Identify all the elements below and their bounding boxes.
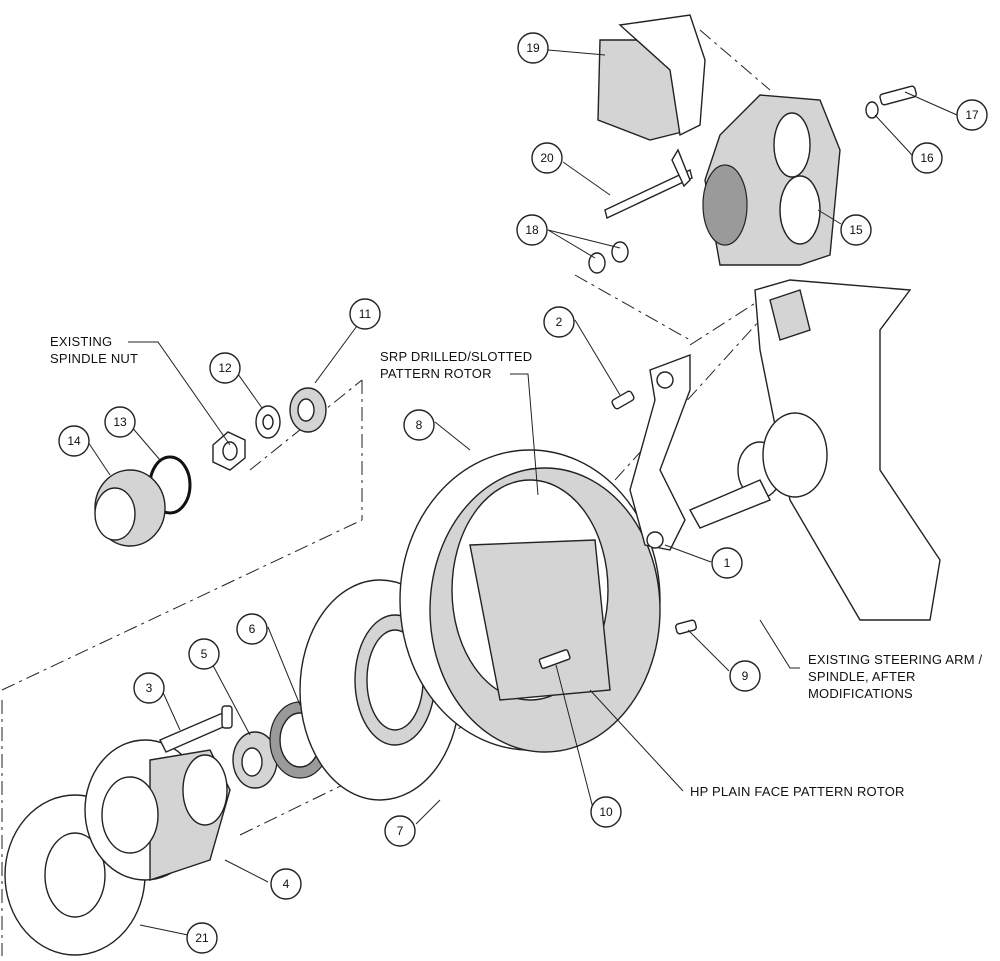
svg-text:17: 17 [965, 108, 979, 122]
spindle-steering-arm [689, 279, 941, 621]
label-steering-arm: EXISTING STEERING ARM / SPINDLE, AFTER M… [808, 652, 983, 701]
label-hp-rotor: HP PLAIN FACE PATTERN ROTOR [690, 784, 905, 799]
svg-text:16: 16 [920, 151, 934, 165]
callout-17: 17 [956, 99, 988, 131]
callout-3: 3 [133, 672, 165, 704]
washer-12 [255, 405, 281, 439]
callout-20: 20 [531, 142, 563, 174]
srp-rotor-8 [399, 449, 661, 753]
dust-cap-14 [94, 469, 166, 547]
caliper-bracket-1 [629, 353, 691, 551]
svg-text:2: 2 [556, 315, 563, 329]
label-srp-rotor: SRP DRILLED/SLOTTED PATTERN ROTOR [380, 349, 533, 381]
callout-10: 10 [590, 796, 622, 828]
callout-14: 14 [58, 425, 90, 457]
svg-text:12: 12 [218, 361, 232, 375]
svg-text:3: 3 [146, 681, 153, 695]
hub-4 [84, 739, 231, 881]
outer-bearing-5 [232, 731, 278, 789]
wheel-stud-3 [159, 705, 233, 753]
callout-16: 16 [911, 142, 943, 174]
svg-text:4: 4 [283, 877, 290, 891]
label-existing-spindle-nut: EXISTING SPINDLE NUT [50, 334, 139, 366]
svg-text:21: 21 [195, 931, 209, 945]
callout-6: 6 [236, 613, 268, 645]
svg-text:15: 15 [849, 223, 863, 237]
callout-4: 4 [270, 868, 302, 900]
callout-13: 13 [104, 406, 136, 438]
svg-text:11: 11 [359, 307, 372, 321]
callout-8: 8 [403, 409, 435, 441]
svg-text:5: 5 [201, 647, 208, 661]
callout-2: 2 [543, 306, 575, 338]
svg-text:10: 10 [599, 805, 613, 819]
callout-15: 15 [840, 214, 872, 246]
pad-pin-20 [604, 148, 693, 219]
caliper-15 [702, 94, 841, 266]
svg-text:1: 1 [724, 556, 731, 570]
spindle-nut [212, 431, 246, 471]
callout-11: 11 [349, 298, 381, 330]
rotor-stud-10 [538, 649, 571, 670]
callout-9: 9 [729, 660, 761, 692]
svg-text:13: 13 [113, 415, 127, 429]
svg-text:7: 7 [397, 824, 404, 838]
callout-12: 12 [209, 352, 241, 384]
callout-19: 19 [517, 32, 549, 64]
bolt-9 [675, 619, 697, 635]
callout-1: 1 [711, 547, 743, 579]
bolt-2 [611, 390, 635, 410]
svg-text:19: 19 [526, 41, 540, 55]
svg-text:14: 14 [67, 434, 81, 448]
svg-text:6: 6 [249, 622, 256, 636]
callout-21: 21 [186, 922, 218, 954]
callout-7: 7 [384, 815, 416, 847]
svg-text:18: 18 [525, 223, 539, 237]
callout-5: 5 [188, 638, 220, 670]
inner-bearing-11 [289, 387, 327, 433]
callout-numbers: 19 20 18 17 16 15 11 12 13 14 2 8 1 6 5 … [58, 32, 988, 954]
svg-text:9: 9 [742, 669, 749, 683]
brake-pads-19 [597, 14, 706, 141]
callout-18: 18 [516, 214, 548, 246]
svg-text:8: 8 [416, 418, 423, 432]
bolt-17 [879, 85, 917, 106]
svg-text:20: 20 [540, 151, 554, 165]
washer-16 [865, 101, 879, 119]
